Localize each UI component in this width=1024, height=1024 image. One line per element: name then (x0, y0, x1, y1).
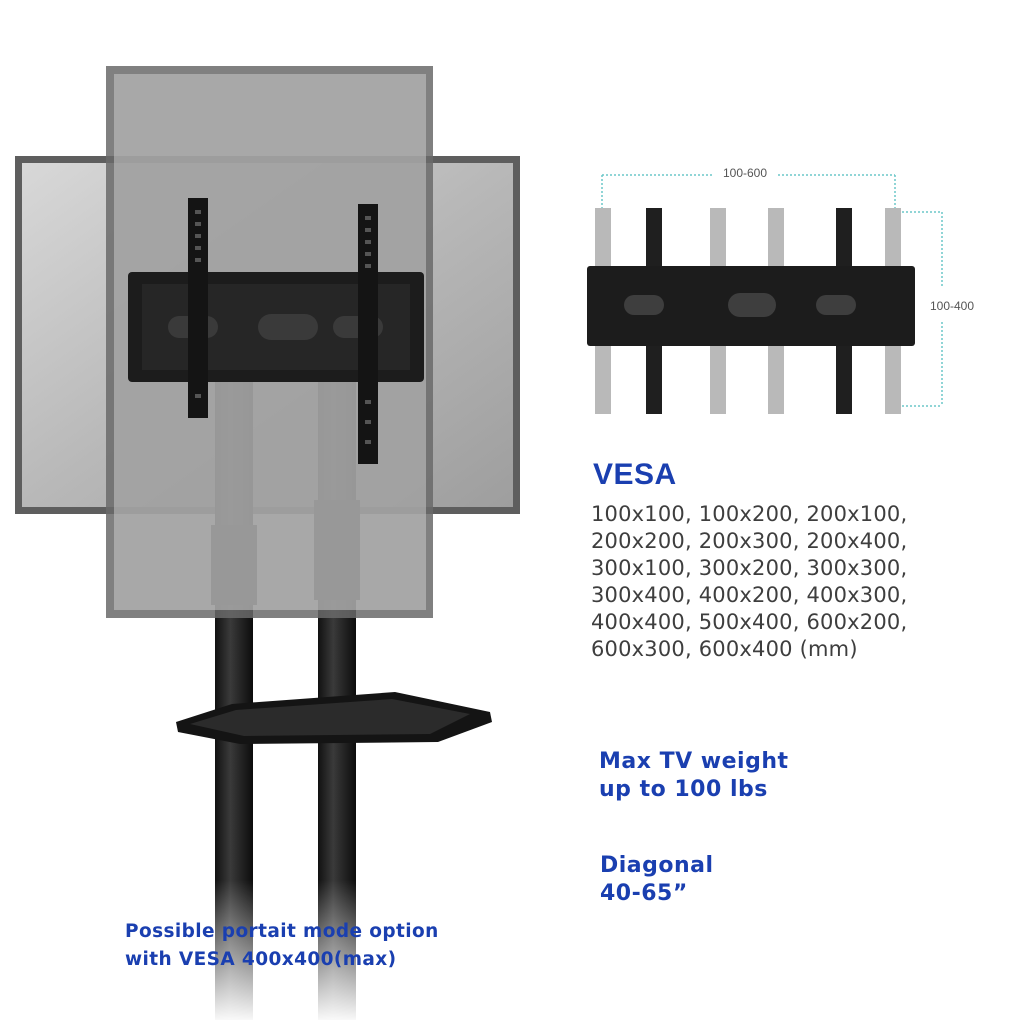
vesa-sizes-line-5: 400x400, 500x400, 600x200, (591, 610, 908, 634)
vesa-sizes-line-1: 100x100, 100x200, 200x100, (591, 502, 908, 526)
vesa-sizes-line-2: 200x200, 200x300, 200x400, (591, 529, 908, 553)
wall-mount-plate (128, 198, 424, 464)
tv-stand-illustration (15, 66, 520, 1024)
vesa-sizes-line-4: 300x400, 400x200, 400x300, (591, 583, 908, 607)
dimension-lines (601, 174, 943, 407)
vesa-sizes-line-6: 600x300, 600x400 (mm) (591, 637, 858, 661)
vesa-title: VESA (593, 458, 677, 491)
max-weight-note: Max TV weight up to 100 lbs (599, 748, 789, 804)
max-weight-line-1: Max TV weight (599, 749, 789, 774)
height-range-label: 100-400 (930, 299, 974, 313)
diagonal-note: Diagonal 40-65” (600, 852, 714, 908)
width-range-label: 100-600 (723, 166, 767, 180)
vesa-plate (587, 266, 915, 346)
portrait-caption-line-2: with VESA 400x400(max) (125, 949, 397, 970)
media-shelf (176, 692, 492, 744)
max-weight-line-2: up to 100 lbs (599, 777, 768, 802)
vesa-sizes-line-3: 300x100, 300x200, 300x300, (591, 556, 908, 580)
portrait-mode-caption: Possible portait mode option with VESA 4… (125, 918, 439, 974)
diagonal-line-2: 40-65” (600, 881, 688, 906)
diagonal-line-1: Diagonal (600, 853, 714, 878)
vesa-pattern-diagram: 100-600 100-400 (587, 166, 974, 414)
portrait-caption-line-1: Possible portait mode option (125, 921, 439, 942)
